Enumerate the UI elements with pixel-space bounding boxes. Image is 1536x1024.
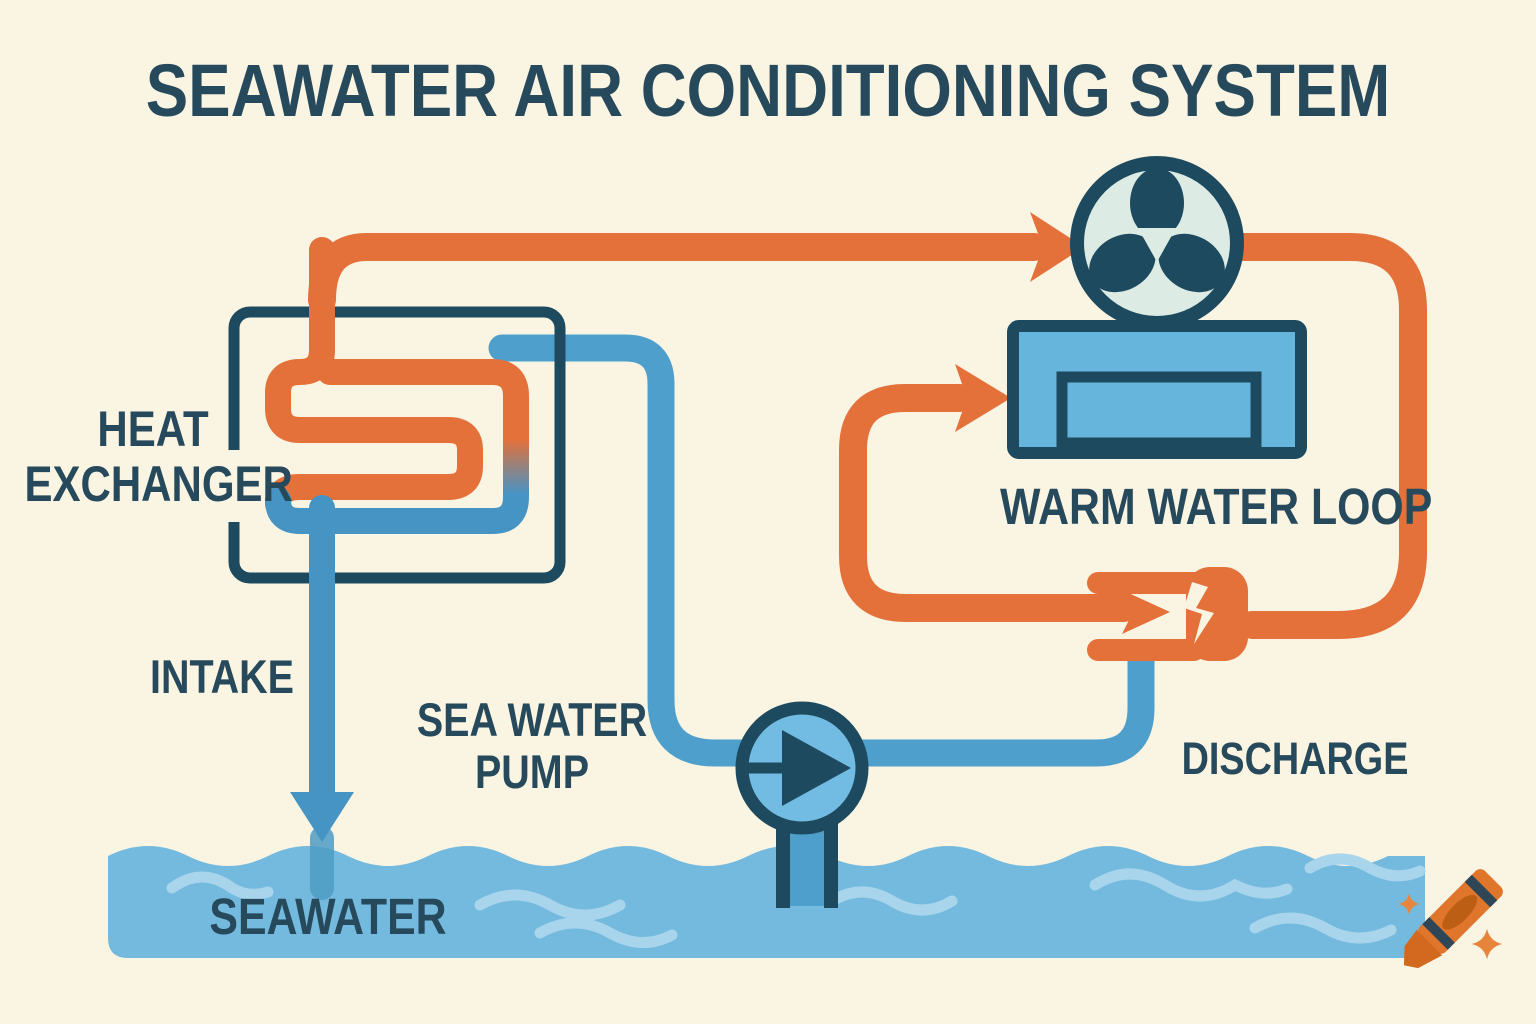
junction-notch	[1184, 582, 1214, 644]
label-sea-water-pump-line2: PUMP	[474, 745, 590, 798]
label-heat-exchanger-line1: HEAT	[97, 401, 209, 457]
label-intake: INTAKE	[149, 650, 295, 703]
air-handler-vent	[1056, 371, 1262, 449]
label-heat-exchanger: HEAT EXCHANGER	[24, 401, 293, 512]
label-heat-exchanger-line2: EXCHANGER	[24, 456, 293, 512]
label-seawater: SEAWATER	[209, 888, 447, 945]
sparkle-icon	[1471, 928, 1503, 960]
loop-left-pipe	[839, 384, 1138, 622]
fan-hub	[1138, 228, 1176, 262]
coil-warm-pass	[265, 237, 483, 517]
sea-water-pump	[488, 334, 1155, 908]
seawater-band	[108, 846, 1426, 958]
suction-pipe	[488, 334, 762, 767]
flow-arrow-icon	[955, 364, 1011, 432]
pump-stem	[776, 822, 838, 908]
warm-water-loop-pipes	[308, 212, 1427, 661]
coil-cold-pass	[265, 487, 503, 534]
label-sea-water-pump-line1: SEA WATER	[416, 693, 648, 746]
label-discharge: DISCHARGE	[1181, 733, 1409, 784]
coil-right-gradient-pass	[317, 359, 529, 534]
warm-supply-pipe	[308, 233, 1048, 314]
loop-right-pipe	[1228, 233, 1427, 639]
wave-squiggles	[166, 853, 1426, 949]
page-title: SEAWATER AIR CONDITIONING SYSTEM	[145, 49, 1391, 132]
label-sea-water-pump: SEA WATER PUMP	[406, 694, 658, 798]
pump-arrow-icon	[782, 730, 851, 806]
fan-icon	[1089, 168, 1225, 293]
air-handler-unit	[1007, 156, 1307, 459]
water-surface	[108, 846, 1425, 958]
sparkle-icon	[1398, 893, 1420, 915]
flow-arrow-icon	[1030, 212, 1084, 282]
heat-exchanger-box	[228, 306, 566, 584]
border-gap	[222, 450, 246, 522]
loop-junction	[1087, 567, 1248, 661]
crayon-watermark-icon	[1398, 869, 1503, 969]
label-warm-water-loop: WARM WATER LOOP	[1000, 478, 1433, 535]
discharge-pipe	[844, 642, 1155, 767]
crayon-tip	[1403, 929, 1443, 969]
serpentine-coil-icon	[265, 237, 529, 534]
intake-arrow-icon	[290, 792, 354, 842]
flow-arrow-icon	[1122, 590, 1170, 634]
heat-exchanger	[222, 237, 566, 842]
